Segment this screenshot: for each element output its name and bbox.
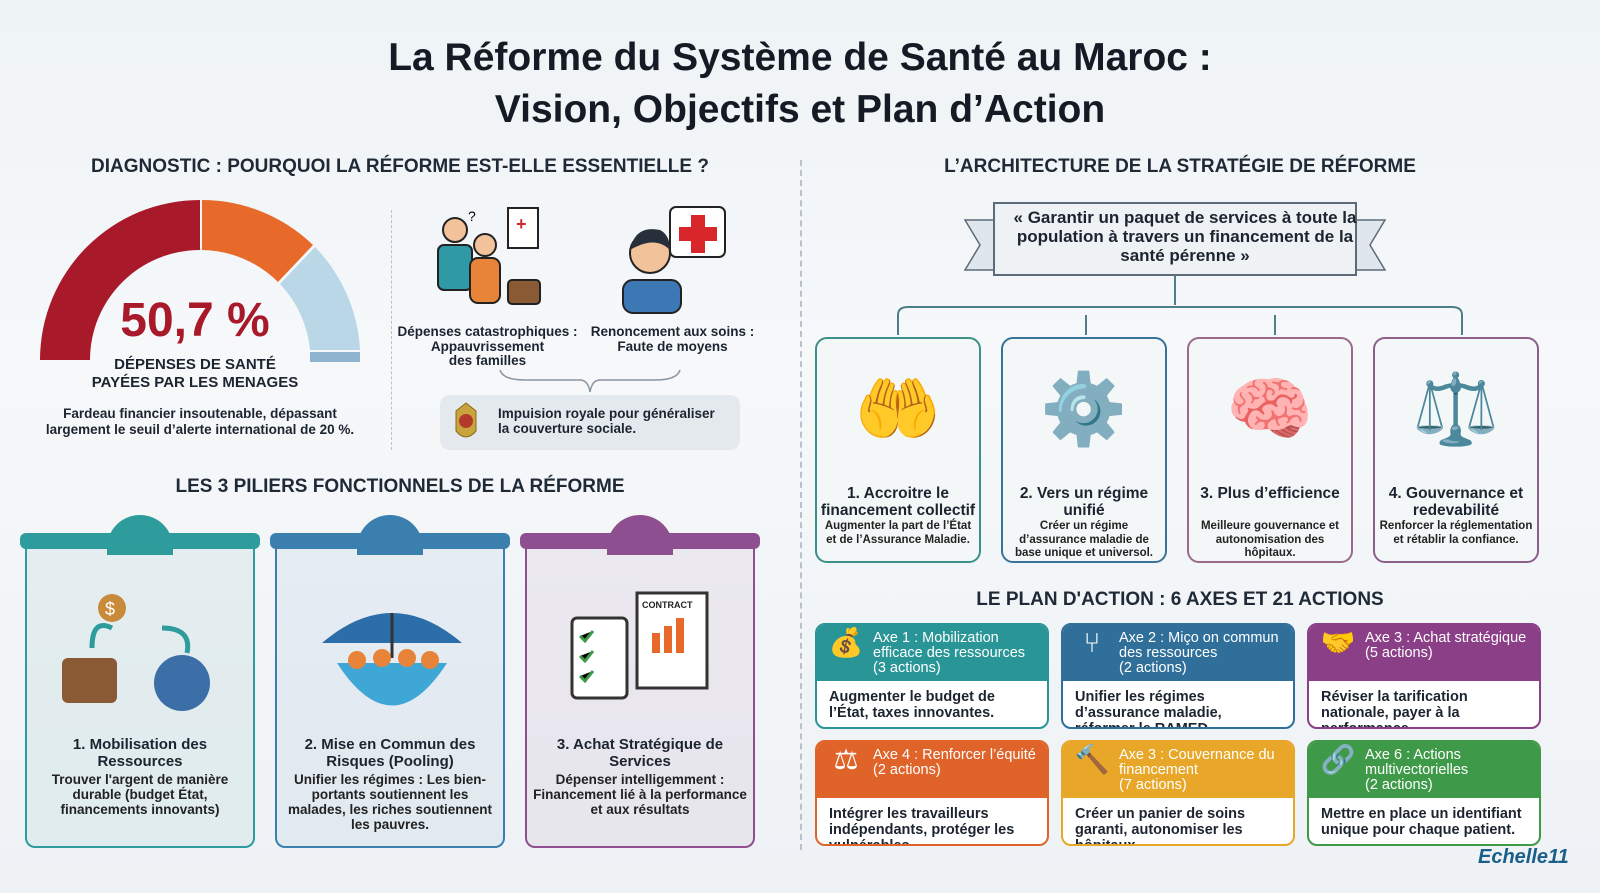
- pillar-text: Dépenser intelligemment : Financement li…: [533, 772, 747, 817]
- axis-text: Créer un panier de soins garanti, autono…: [1075, 806, 1246, 846]
- svg-text:?: ?: [468, 208, 476, 224]
- axis-text: Réviser la tarification nationale, payer…: [1321, 689, 1468, 729]
- strategy-illustration-icon: 🤲: [854, 370, 942, 448]
- action-axis-card: 💰 Axe 1 : Mobilization efficace des ress…: [815, 623, 1049, 729]
- issue-renouncement: Renoncement aux soins :Faute de moyens: [590, 324, 755, 354]
- tree-connectors: [897, 275, 1463, 335]
- strategy-card: 🤲 1. Accroitre le financement collectif …: [815, 337, 981, 563]
- column-divider: [800, 160, 802, 850]
- axis-header: 🔗 Axe 6 : Actions multivectorielles (2 a…: [1309, 742, 1539, 798]
- watermark-logo: Echelle11: [1478, 846, 1569, 868]
- pillar-title: 3. Achat Stratégique de Services: [556, 736, 724, 770]
- axis-text: Unifier les régimes d’assurance maladie,…: [1075, 689, 1222, 729]
- pillar-illustration-icon: [322, 613, 462, 706]
- svg-text:$: $: [105, 599, 115, 619]
- axis-count: (2 actions): [873, 762, 941, 778]
- strategy-text: Créer un régime d’assurance maladie de b…: [1014, 520, 1154, 559]
- diagnostic-divider: [391, 210, 392, 450]
- strategy-card: 🧠 3. Plus d’efficience Meilleure gouvern…: [1187, 337, 1353, 563]
- axis-count: (7 actions): [1119, 777, 1187, 793]
- axis-text: Intégrer les travailleurs indépendants, …: [829, 806, 1015, 846]
- strategy-title: 1. Accroitre le financement collectif: [820, 485, 976, 519]
- axis-header: 🤝 Axe 3 : Achat stratégique (5 actions): [1309, 625, 1539, 681]
- pillar-title: 1. Mobilisation des Ressources: [72, 736, 208, 770]
- strategy-card: ⚙️ 2. Vers un régime unifié Créer un rég…: [1001, 337, 1167, 563]
- pillars-heading: LES 3 PILIERS FONCTIONNELS DE LA RÉFORME: [175, 476, 625, 497]
- strategy-title: 4. Gouvernance et redevabilité: [1388, 485, 1524, 519]
- plan-heading: LE PLAN D'ACTION : 6 AXES ET 21 ACTIONS: [976, 589, 1384, 610]
- pillar-text: Trouver l'argent de manière durable (bud…: [51, 772, 229, 817]
- axis-title: Axe 3 : Couvernance du financement: [1119, 747, 1275, 778]
- gauge-segment-orange: [202, 200, 313, 282]
- axis-title: Axe 1 : Mobilization efficace des ressou…: [873, 630, 1026, 661]
- action-axis-card: ⑂ Axe 2 : Miço on commun des ressources …: [1061, 623, 1295, 729]
- axis-count: (5 actions): [1365, 645, 1433, 661]
- axis-count: (2 actions): [1119, 660, 1187, 676]
- axis-title: Axe 4 : Renforcer l’équité: [873, 747, 1036, 763]
- link-icon: 🔗: [1320, 744, 1356, 775]
- gavel-icon: 🔨: [1074, 744, 1110, 775]
- banner-text: « Garantir un paquet de services à toute…: [1013, 208, 1357, 265]
- axis-title: Axe 6 : Actions multivectorielles: [1365, 747, 1469, 778]
- strategy-title: 3. Plus d’efficience: [1200, 485, 1340, 502]
- handshake-icon: 🤝: [1320, 627, 1356, 658]
- strategy-text: Augmenter la part de l’État et de l’Assu…: [824, 520, 972, 546]
- money-bag-icon: 💰: [828, 627, 864, 658]
- gauge-segment-blue: [310, 352, 360, 362]
- moroccan-emblem-icon: [455, 402, 477, 438]
- pillar-illustration-icon: $: [62, 594, 210, 711]
- svg-text:CONTRACT: CONTRACT: [642, 600, 693, 610]
- action-axis-card: 🔨 Axe 3 : Couvernance du financement (7 …: [1061, 740, 1295, 846]
- axis-title: Axe 3 : Achat stratégique: [1365, 630, 1527, 646]
- action-axis-card: 🤝 Axe 3 : Achat stratégique (5 actions) …: [1307, 623, 1541, 729]
- pillar-title: 2. Mise en Commun des Risques (Pooling): [304, 736, 476, 770]
- pillar-lid: [20, 533, 260, 549]
- strategy-title: 2. Vers un régime unifié: [1019, 485, 1149, 519]
- gauge-segment-lightblue: [280, 247, 360, 350]
- action-axis-card: ⚖ Axe 4 : Renforcer l’équité (2 actions)…: [815, 740, 1049, 846]
- scales-icon: ⚖: [833, 744, 859, 775]
- gauge-segment-red: [40, 200, 200, 360]
- svg-text:+: +: [516, 214, 527, 234]
- strategy-text: Meilleure gouvernance et autonomisation …: [1200, 520, 1340, 559]
- diagnostic-note: Fardeau financier insoutenable, dépassan…: [45, 406, 355, 437]
- axis-header: 🔨 Axe 3 : Couvernance du financement (7 …: [1063, 742, 1293, 798]
- banner-ribbon: [963, 202, 1387, 276]
- axis-count: (3 actions): [873, 660, 941, 676]
- axis-count: (2 actions): [1365, 777, 1433, 793]
- pillar-lid: [520, 533, 760, 549]
- axis-header: ⑂ Axe 2 : Miço on commun des ressources …: [1063, 625, 1293, 681]
- brace-connector: [499, 369, 681, 393]
- pillar-lid: [270, 533, 510, 549]
- axis-header: 💰 Axe 1 : Mobilization efficace des ress…: [817, 625, 1047, 681]
- pillar-card: CONTRACT 3. Achat Stratégique de Service…: [525, 548, 755, 848]
- strategy-illustration-icon: ⚙️: [1040, 370, 1128, 448]
- family-wallet-icon: + ?: [437, 207, 541, 305]
- pillar-illustration-icon: CONTRACT: [570, 591, 709, 700]
- pillar-card: 2. Mise en Commun des Risques (Pooling) …: [275, 548, 505, 848]
- gauge-chart: [40, 200, 360, 362]
- strategy-card: ⚖️ 4. Gouvernance et redevabilité Renfor…: [1373, 337, 1539, 563]
- pillar-text: Unifier les régimes : Les bien-portants …: [287, 772, 493, 832]
- merge-arrows-icon: ⑂: [1083, 627, 1101, 658]
- pillar-card: $ 1. Mobilisation des Ressources Trouver…: [25, 548, 255, 848]
- diagnostic-heading: DIAGNOSTIC : POURQUOI LA RÉFORME EST-ELL…: [91, 156, 709, 177]
- axis-text: Augmenter le budget de l’État, taxes inn…: [829, 689, 995, 721]
- architecture-heading: L’ARCHITECTURE DE LA STRATÉGIE DE RÉFORM…: [944, 156, 1416, 177]
- strategy-illustration-icon: 🧠: [1226, 370, 1314, 448]
- issue-catastrophic: Dépenses catastrophiques :Appauvrissemen…: [397, 324, 578, 368]
- strategy-illustration-icon: ⚖️: [1412, 370, 1500, 448]
- strategy-text: Renforcer la réglementation et rétablir …: [1379, 520, 1533, 546]
- page-title: La Réforme du Système de Santé au Maroc …: [388, 36, 1212, 131]
- axis-title: Axe 2 : Miço on commun des ressources: [1119, 630, 1279, 661]
- person-medical-cross-icon: [622, 206, 726, 314]
- axis-header: ⚖ Axe 4 : Renforcer l’équité (2 actions): [817, 742, 1047, 798]
- gauge-value: 50,7 %: [120, 294, 270, 347]
- axis-text: Mettre en place un identifiant unique po…: [1321, 806, 1522, 838]
- action-axis-card: 🔗 Axe 6 : Actions multivectorielles (2 a…: [1307, 740, 1541, 846]
